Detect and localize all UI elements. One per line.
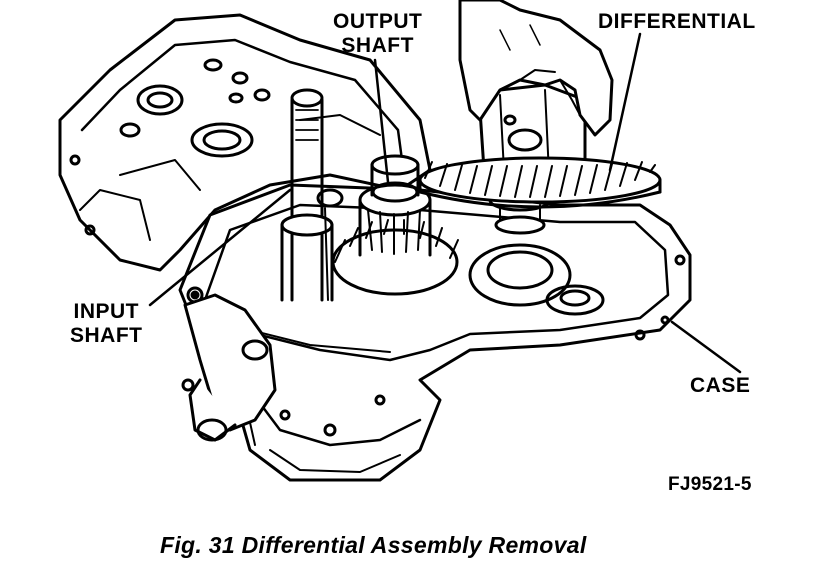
input-shaft-label: INPUT SHAFT xyxy=(70,300,143,348)
input-shaft-label-line2: SHAFT xyxy=(70,324,143,347)
differential-bore xyxy=(468,243,605,316)
output-shaft-label: OUTPUT SHAFT xyxy=(333,10,422,58)
leader-lines xyxy=(148,32,742,374)
differential-assembly xyxy=(418,83,662,235)
hand xyxy=(458,0,614,137)
differential-leader xyxy=(608,32,642,172)
bell-housing xyxy=(58,13,432,272)
input-shaft-leader xyxy=(148,188,292,307)
output-shaft-leader xyxy=(373,58,390,184)
case-label: CASE xyxy=(690,374,751,397)
figure-caption: Fig. 31 Differential Assembly Removal xyxy=(160,532,587,558)
input-shaft-label-line1: INPUT xyxy=(73,300,139,323)
output-shaft-label-line1: OUTPUT xyxy=(333,10,423,33)
differential-label: DIFFERENTIAL xyxy=(598,10,756,33)
output-shaft-label-line2: SHAFT xyxy=(341,34,414,57)
shift-bracket xyxy=(181,293,277,442)
figure-id: FJ9521-5 xyxy=(668,474,752,495)
output-shaft-gears xyxy=(331,154,459,296)
case-leader xyxy=(670,320,742,374)
input-shaft xyxy=(280,88,344,302)
